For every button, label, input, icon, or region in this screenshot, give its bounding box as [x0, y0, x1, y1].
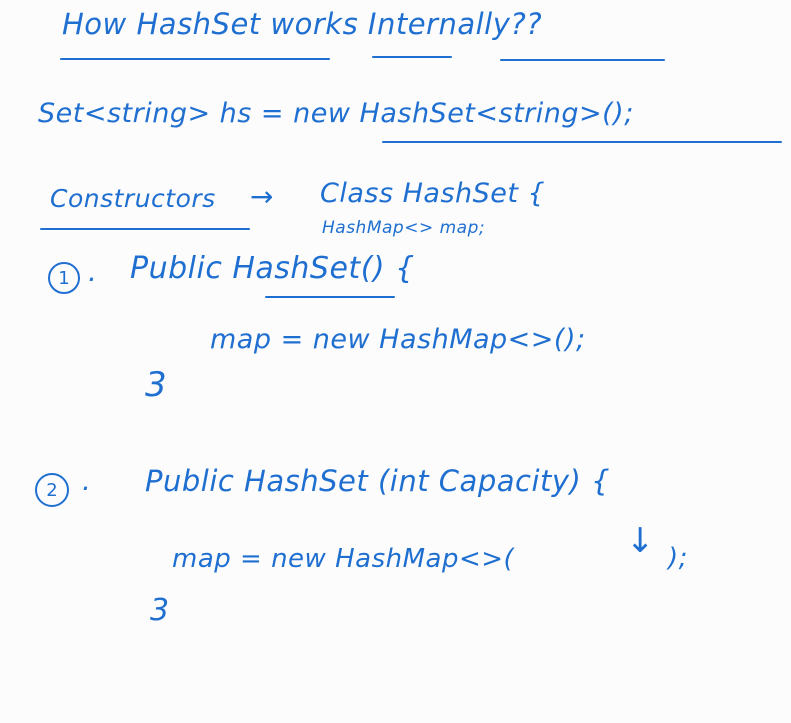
constructor-1-close: 3	[145, 365, 168, 405]
constructor-2-dot: .	[82, 464, 92, 497]
page-title: How HashSet works Internally??	[62, 7, 543, 41]
title-underline	[500, 59, 665, 61]
hashset-declaration: Set<string> hs = new HashSet<string>();	[38, 98, 634, 129]
constructor-2-body: map = new HashMap<>(	[172, 544, 515, 574]
constructor-1-dot: .	[88, 255, 98, 288]
class-header: Class HashSet {	[320, 178, 546, 209]
constructor-1-signature: Public HashSet() {	[130, 251, 415, 286]
number-circle-1: 1	[48, 262, 80, 294]
constructors-underline	[40, 228, 250, 230]
field-note: HashMap<> map;	[322, 218, 486, 238]
title-underline	[372, 56, 452, 58]
declaration-underline	[382, 141, 782, 143]
number-circle-2: 2	[35, 473, 69, 507]
title-underline	[60, 58, 330, 60]
constructor-2-body-end: );	[668, 543, 688, 573]
constructor-1-underline	[265, 296, 395, 298]
constructor-2-close: 3	[150, 593, 170, 628]
capacity-arrow-icon: ↓	[626, 521, 655, 561]
constructor-1-number: 1	[58, 267, 70, 289]
constructor-2-signature: Public HashSet (int Capacity) {	[145, 464, 611, 498]
constructor-1-body: map = new HashMap<>();	[210, 324, 586, 355]
constructor-2-number: 2	[46, 479, 58, 501]
constructors-label: Constructors	[50, 184, 216, 213]
arrow-icon: →	[250, 180, 274, 213]
